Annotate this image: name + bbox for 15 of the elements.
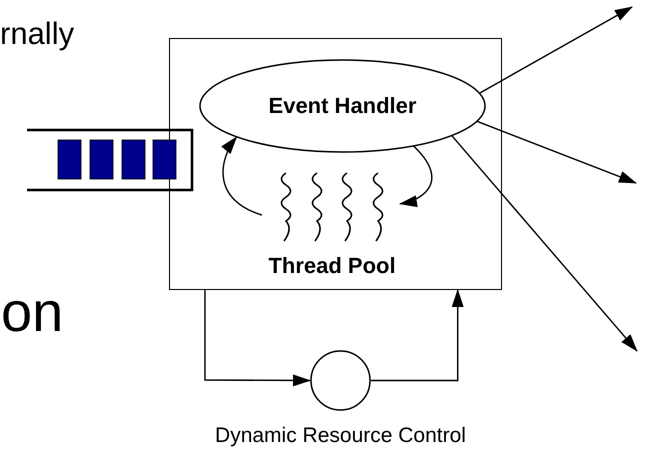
event-handler-ellipse [199,59,486,153]
arrow [450,134,638,352]
arrow [399,145,432,206]
node-label: Thread Pool [267,253,397,279]
node-label: Event Handler [268,93,418,119]
cut-off-text: on [1,284,64,340]
node-label: Dynamic Resource Control [215,424,466,448]
arrow [476,120,637,184]
arrow [480,6,633,94]
cut-off-text: rnally [0,18,74,49]
arrow [204,290,311,386]
arrow [371,289,464,382]
stage-box [169,38,502,290]
controller-circle [310,350,371,411]
arrow [222,136,262,216]
